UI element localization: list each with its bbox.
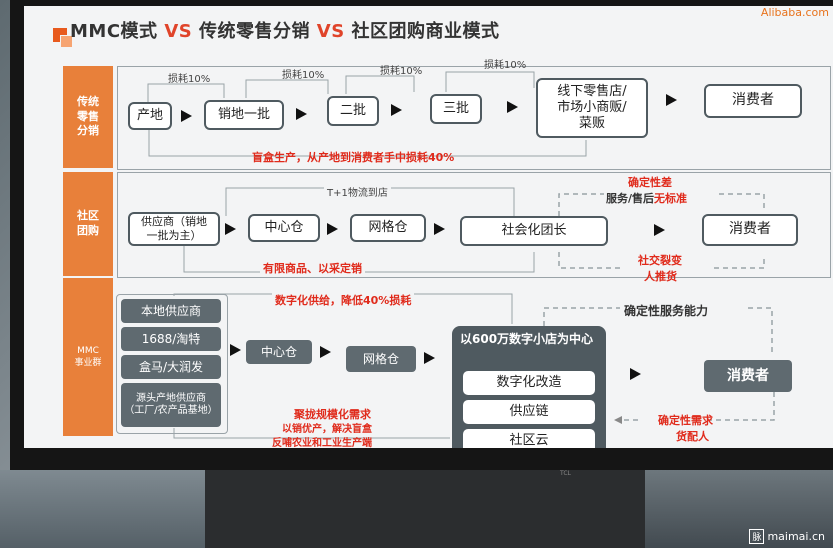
digital-store-title: 以600万数字小店为中心 bbox=[460, 332, 594, 346]
node-supplier: 供应商（销地 一批为主） bbox=[128, 212, 220, 246]
node-consumer: 消费者 bbox=[702, 214, 798, 246]
node-tertiary-wholesale: 三批 bbox=[430, 94, 482, 124]
mmc-central-warehouse: 中心仓 bbox=[246, 340, 312, 364]
node-primary-wholesale: 销地一批 bbox=[204, 100, 284, 130]
arrow-icon bbox=[327, 223, 338, 235]
node-consumer: 消费者 bbox=[704, 84, 802, 118]
section-traditional bbox=[117, 66, 831, 170]
node-secondary-wholesale: 二批 bbox=[327, 96, 379, 126]
store-digital-transformation: 数字化改造 bbox=[462, 370, 596, 396]
instability-label-1: 确定性差 bbox=[628, 176, 672, 189]
loss-label-1: 损耗10% bbox=[168, 74, 211, 85]
window-background-right bbox=[645, 470, 833, 548]
loss-label-3: 损耗10% bbox=[380, 66, 423, 77]
mmc-consumer: 消费者 bbox=[704, 360, 792, 392]
arrow-icon bbox=[434, 223, 445, 235]
alibaba-logo: Alibaba.com bbox=[760, 6, 829, 19]
t1-logistics-label: T+1物流到店 bbox=[324, 184, 391, 199]
arrow-left-icon bbox=[614, 416, 622, 424]
supplier-origin: 源头产地供应商 （工厂/农产品基地） bbox=[121, 383, 221, 427]
arrow-icon bbox=[296, 108, 307, 120]
instability-label-2: 服务/售后无标准 bbox=[606, 192, 688, 205]
arrow-icon bbox=[230, 344, 241, 356]
supplier-local: 本地供应商 bbox=[121, 299, 221, 323]
certain-demand-label: 确定性需求 bbox=[658, 414, 713, 427]
arrow-icon bbox=[507, 101, 518, 113]
aggregate-demand-1: 聚拢规模化需求 bbox=[294, 408, 371, 421]
arrow-icon bbox=[666, 94, 677, 106]
slide: MMC模式 VS 传统零售分销 VS 社区团购商业模式 Alibaba.com bbox=[24, 6, 833, 448]
digital-supply-note: 数字化供给，降低40%损耗 bbox=[272, 292, 415, 308]
mmc-grid-warehouse: 网格仓 bbox=[346, 346, 416, 372]
arrow-icon bbox=[654, 224, 665, 236]
node-central-warehouse: 中心仓 bbox=[248, 214, 320, 242]
store-community-cloud: 社区云 bbox=[462, 428, 596, 448]
arrow-icon bbox=[320, 346, 331, 358]
supplier-group bbox=[116, 294, 228, 434]
aggregate-demand-2: 以销优产，解决盲盒 bbox=[282, 424, 372, 435]
aggregate-demand-3: 反哺农业和工业生产端 bbox=[272, 438, 372, 448]
viral-label-2: 人推货 bbox=[644, 270, 677, 283]
node-offline-retail: 线下零售店/ 市场小商贩/ 菜贩 bbox=[536, 78, 648, 138]
supplier-hema-rtmart: 盒马/大润发 bbox=[121, 355, 221, 379]
monitor-brand: TCL bbox=[560, 470, 571, 477]
node-community-leader: 社会化团长 bbox=[460, 216, 608, 246]
loss-label-2: 损耗10% bbox=[282, 70, 325, 81]
arrow-icon bbox=[391, 104, 402, 116]
viral-label-1: 社交裂变 bbox=[638, 254, 682, 267]
slide-title: MMC模式 VS 传统零售分销 VS 社区团购商业模式 bbox=[70, 21, 500, 42]
row-label-mmc: MMC 事业群 bbox=[63, 278, 113, 436]
row-label-traditional: 传统 零售 分销 bbox=[63, 66, 113, 168]
limited-goods-note: 有限商品、以采定销 bbox=[260, 260, 365, 276]
node-origin: 产地 bbox=[128, 102, 172, 130]
arrow-icon bbox=[225, 223, 236, 235]
node-grid-warehouse: 网格仓 bbox=[350, 214, 426, 242]
traditional-loss-note: 盲盒生产，从产地到消费者手中损耗40% bbox=[252, 151, 455, 164]
supplier-1688-taote: 1688/淘特 bbox=[121, 327, 221, 351]
service-capability-label: 确定性服务能力 bbox=[624, 304, 709, 318]
monitor-stand bbox=[205, 470, 645, 548]
arrow-icon bbox=[181, 110, 192, 122]
row-label-community: 社区 团购 bbox=[63, 172, 113, 276]
store-supply-chain: 供应链 bbox=[462, 399, 596, 425]
title-decor-square-small bbox=[60, 35, 73, 48]
section-community bbox=[117, 172, 831, 278]
window-background bbox=[0, 470, 205, 548]
arrow-icon bbox=[630, 368, 641, 380]
arrow-icon bbox=[424, 352, 435, 364]
loss-label-4: 损耗10% bbox=[484, 60, 527, 71]
goods-to-people-label: 货配人 bbox=[676, 430, 709, 443]
